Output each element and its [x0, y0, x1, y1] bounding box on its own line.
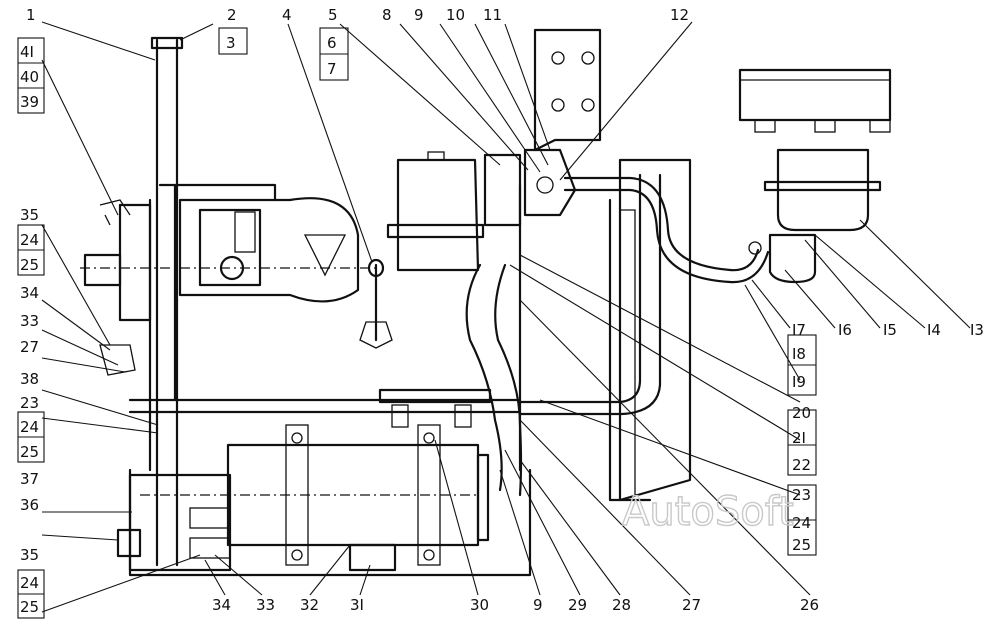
fuel-pump-rod: [359, 258, 393, 349]
callout-2: 2: [227, 6, 237, 24]
callout-34b: 34: [212, 596, 231, 614]
callout-12: 12: [670, 6, 689, 24]
fuel-tank: [386, 151, 485, 272]
callout-8: 8: [382, 6, 392, 24]
callout-5: 5: [328, 6, 338, 24]
callout-6: 6: [327, 34, 337, 52]
callout-39: 39: [20, 93, 39, 111]
leader-lines: [41, 21, 971, 613]
exhaust-pipe: [150, 36, 184, 567]
burner-head: [483, 148, 577, 227]
callout-22: 22: [792, 456, 811, 474]
callout-27a: 27: [20, 338, 39, 356]
callout-23a: 23: [20, 394, 39, 412]
callout-41: 4I: [20, 43, 34, 61]
callout-1: 1: [26, 6, 36, 24]
combustion-chamber: [140, 424, 490, 572]
callout-25c: 25: [20, 598, 39, 616]
callout-4: 4: [282, 6, 292, 24]
callout-24a: 24: [20, 231, 39, 249]
callout-34a: 34: [20, 284, 39, 302]
callout-35b: 35: [20, 546, 39, 564]
callout-19: I9: [792, 373, 806, 391]
callout-33a: 33: [20, 312, 39, 330]
callout-25a: 25: [20, 256, 39, 274]
callout-38: 38: [20, 370, 39, 388]
fuel-filter-assembly: [738, 68, 892, 284]
blower-motor: [80, 197, 380, 322]
callout-27b: 27: [682, 596, 701, 614]
callout-25d: 25: [792, 536, 811, 554]
callout-28: 28: [612, 596, 631, 614]
valve-cluster: [99, 344, 232, 572]
mounting-bracket: [533, 28, 602, 152]
callout-36: 36: [20, 496, 39, 514]
distribution-pipe: [128, 388, 522, 428]
callout-18: I8: [792, 345, 806, 363]
callout-29: 29: [568, 596, 587, 614]
fuel-line: [563, 176, 770, 284]
watermark: AutoSoft: [622, 489, 794, 535]
callout-25b: 25: [20, 443, 39, 461]
callout-35a: 35: [20, 206, 39, 224]
callout-16: I6: [838, 321, 852, 339]
callout-9b: 9: [533, 596, 543, 614]
callout-32: 32: [300, 596, 319, 614]
callout-24d: 24: [792, 514, 811, 532]
callout-20: 20: [792, 404, 811, 422]
return-pipe: [518, 173, 662, 416]
callout-17: I7: [792, 321, 806, 339]
callout-33b: 33: [256, 596, 275, 614]
callout-26: 26: [800, 596, 819, 614]
callout-boxes: [17, 27, 817, 619]
callout-10: 10: [446, 6, 465, 24]
callout-24b: 24: [20, 418, 39, 436]
heat-exchanger-housing: [618, 158, 692, 502]
callout-24c: 24: [20, 574, 39, 592]
corrugated-hose: [465, 263, 523, 497]
callout-labels: 1 2 3 4 5 6 7 8 9 10 11 12 4I 40 39 35 2…: [20, 6, 984, 616]
callout-15: I5: [883, 321, 897, 339]
callout-3: 3: [226, 34, 236, 52]
callout-21: 2I: [792, 429, 806, 447]
callout-37: 37: [20, 470, 39, 488]
callout-14: I4: [927, 321, 941, 339]
mounting-frame: [128, 183, 652, 577]
callout-7: 7: [327, 60, 337, 78]
callout-9: 9: [414, 6, 424, 24]
callout-13: I3: [970, 321, 984, 339]
callout-11: 11: [483, 6, 502, 24]
callout-40: 40: [20, 68, 39, 86]
callout-31: 3I: [350, 596, 364, 614]
callout-23b: 23: [792, 486, 811, 504]
callout-30: 30: [470, 596, 489, 614]
